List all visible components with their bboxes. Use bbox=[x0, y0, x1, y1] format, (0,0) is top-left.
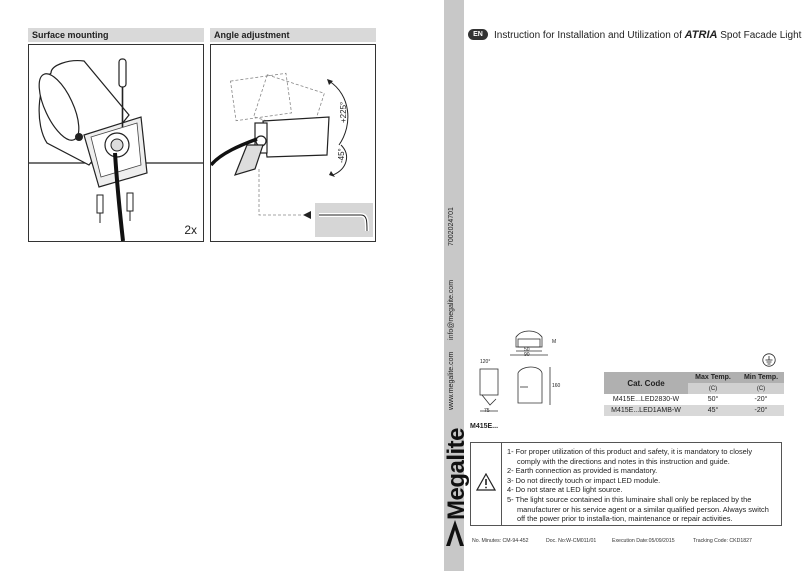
strip-content: 7002024701 info@megalite.com www.megalit… bbox=[443, 0, 470, 571]
angle-adjustment-figure: +225° -45° bbox=[209, 44, 376, 242]
language-badge: EN bbox=[468, 29, 488, 40]
footer-execution: Execution Date:05/09/2015 bbox=[612, 538, 675, 544]
note-line: 3- Do not directly touch or impact LED m… bbox=[507, 475, 661, 485]
unit-max: (C) bbox=[688, 383, 738, 394]
head-min-temp: Min Temp. bbox=[738, 372, 784, 383]
dim-50-label: 50 bbox=[524, 347, 530, 353]
screw-count-label: 2x bbox=[184, 223, 197, 237]
angle-adjustment-illustration bbox=[209, 72, 373, 237]
note-line: 4- Do not stare at LED light source. bbox=[507, 485, 623, 495]
angle-adjustment-title: Angle adjustment bbox=[214, 30, 290, 40]
angle-adjustment-header: Angle adjustment bbox=[210, 28, 376, 42]
document-number: 7002024701 bbox=[448, 207, 455, 246]
model-prefix-label: M415E... bbox=[470, 423, 499, 430]
max-temp-cell: 45° bbox=[688, 405, 738, 416]
vertical-brand-strip bbox=[444, 0, 464, 571]
safety-notes-text: 1- For proper utilization of this produc… bbox=[507, 447, 769, 524]
table-row: M415E...LED2830-W 50° -20° bbox=[604, 394, 784, 405]
footer-tracking: Tracking Code: CKD1827 bbox=[693, 538, 752, 544]
dim-120-label: 120° bbox=[480, 359, 491, 365]
product-name: ATRIA bbox=[684, 29, 718, 41]
dim-m-label: M bbox=[552, 339, 557, 345]
warning-cell bbox=[471, 443, 502, 525]
cat-code-cell: M415E...LED2830-W bbox=[604, 394, 688, 405]
strip-email: info@megalite.com bbox=[448, 279, 455, 340]
min-temp-cell: -20° bbox=[738, 405, 784, 416]
footer-doc: Doc. No:W-CM011/01 bbox=[546, 538, 597, 544]
earth-ground-icon bbox=[762, 353, 776, 367]
table-row: M415E...LED1AMB-W 45° -20° bbox=[604, 405, 784, 416]
strip-website: www.megalite.com bbox=[448, 351, 455, 410]
note-line: manufacturer or his service agent or a s… bbox=[517, 504, 769, 514]
warning-triangle-icon bbox=[475, 472, 497, 496]
note-line: comply with the directions and notes in … bbox=[517, 456, 730, 466]
max-temp-cell: 50° bbox=[688, 394, 738, 405]
surface-mounting-figure: 2x bbox=[28, 44, 204, 242]
note-line: 2- Earth connection as provided is manda… bbox=[507, 466, 658, 476]
head-cat-code: Cat. Code bbox=[604, 372, 688, 394]
note-line: off the power prior to installa-tion, ma… bbox=[517, 514, 733, 524]
min-temp-cell: -20° bbox=[738, 394, 784, 405]
note-line: 5- The light source contained in this lu… bbox=[507, 494, 752, 504]
head-max-temp: Max Temp. bbox=[688, 372, 738, 383]
product-dimension-drawing: 50 90 M 120° 75 160 bbox=[470, 325, 590, 425]
angle-down-label: -45° bbox=[337, 148, 346, 163]
title-suffix: Spot Facade Light bbox=[720, 30, 802, 41]
page-title: Instruction for Installation and Utiliza… bbox=[494, 29, 801, 41]
megalite-logo-icon bbox=[446, 520, 464, 546]
safety-notes-box: 1- For proper utilization of this produc… bbox=[470, 442, 782, 526]
dim-75-label: 75 bbox=[484, 408, 490, 414]
surface-mounting-header: Surface mounting bbox=[28, 28, 204, 42]
footer-minutes: No. Minutes: CM-94-452 bbox=[472, 538, 529, 544]
title-prefix: Instruction for Installation and Utiliza… bbox=[494, 30, 682, 41]
note-line: 1- For proper utilization of this produc… bbox=[507, 447, 753, 456]
megalite-brand: Megalite bbox=[443, 427, 470, 520]
surface-mounting-title: Surface mounting bbox=[32, 30, 109, 40]
unit-min: (C) bbox=[738, 383, 784, 394]
spec-table: Cat. Code Max Temp. Min Temp. (C) (C) M4… bbox=[604, 372, 784, 416]
dim-160-label: 160 bbox=[552, 383, 561, 389]
cat-code-cell: M415E...LED1AMB-W bbox=[604, 405, 688, 416]
surface-mounting-illustration bbox=[29, 58, 203, 242]
dim-90-label: 90 bbox=[524, 352, 530, 358]
angle-up-label: +225° bbox=[339, 101, 348, 123]
